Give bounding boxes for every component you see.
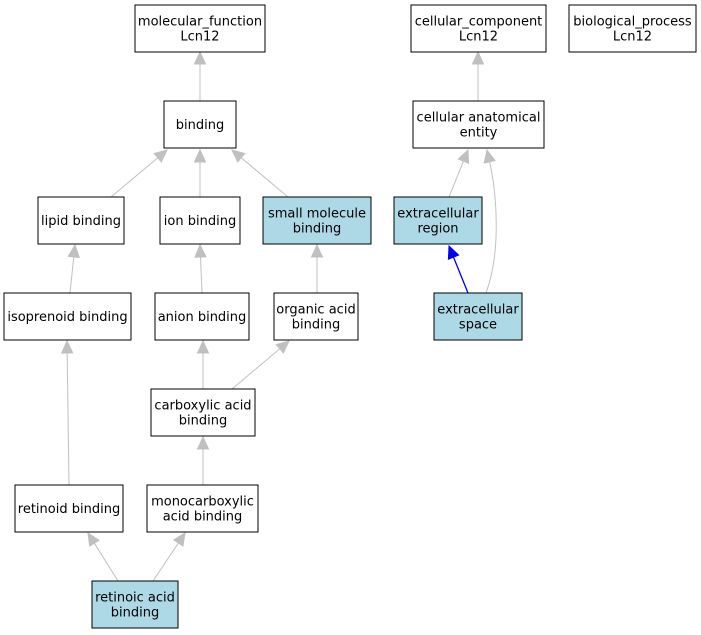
node-box — [163, 100, 237, 149]
node-box — [14, 484, 124, 533]
node-label-line: Lcn12 — [180, 30, 219, 45]
edge-arrowhead — [67, 243, 80, 259]
node-box — [412, 100, 545, 149]
node-label-line: acid binding — [163, 510, 243, 525]
edge-retinoic-acid-binding-to-retinoid-binding — [87, 531, 119, 582]
node-label-line: cellular_component — [415, 15, 543, 30]
edges-layer — [60, 50, 497, 582]
edge-isoprenoid-binding-to-lipid-binding — [67, 243, 80, 294]
node-label-line: ion binding — [164, 214, 236, 229]
edge-arrowhead — [193, 50, 207, 65]
edge-arrowhead — [193, 148, 207, 163]
node-box — [262, 196, 372, 245]
node-label-line: extracellular — [437, 303, 519, 318]
edge-arrowhead — [447, 244, 460, 260]
node-box — [433, 292, 523, 341]
node-label-line: binding — [292, 318, 340, 333]
node-label-line: binding — [176, 118, 224, 133]
edge-binding-to-mf-root — [193, 50, 207, 101]
edge-arrowhead — [196, 435, 210, 450]
node-box — [91, 580, 179, 629]
node-label-line: cellular anatomical — [417, 111, 541, 126]
node-label-line: space — [459, 318, 497, 333]
node-label-line: lipid binding — [41, 214, 121, 229]
edge-lipid-binding-to-binding — [110, 149, 168, 198]
nodes-layer: molecular_functionLcn12cellular_componen… — [3, 4, 697, 629]
edge-arrowhead — [231, 149, 246, 163]
node-label-line: anion binding — [158, 310, 247, 325]
node-label-line: carboxylic acid — [154, 399, 251, 414]
node-label-line: binding — [293, 222, 341, 237]
edge-cellular-anatomical-entity-to-cc-root — [471, 50, 485, 101]
edge-organic-acid-binding-to-small-molecule-binding — [310, 243, 324, 293]
edge-arrowhead — [172, 532, 186, 547]
node-ion-binding[interactable]: ion binding — [159, 196, 241, 245]
edge-arrowhead — [275, 340, 290, 354]
node-box — [37, 196, 125, 245]
edge-ion-binding-to-binding — [193, 148, 207, 197]
node-box — [159, 196, 241, 245]
node-isoprenoid-binding[interactable]: isoprenoid binding — [3, 292, 132, 341]
edge-arrowhead — [471, 50, 485, 65]
node-anion-binding[interactable]: anion binding — [154, 292, 250, 341]
node-label-line: monocarboxylic — [151, 495, 254, 510]
node-label-line: retinoid binding — [18, 502, 120, 517]
edge-arrowhead — [196, 339, 210, 354]
node-label-line: Lcn12 — [459, 30, 498, 45]
node-box — [410, 4, 547, 53]
node-label-line: small molecule — [268, 207, 366, 222]
edge-extracellular-space-to-cellular-anatomical-entity — [483, 148, 497, 294]
node-box — [154, 292, 250, 341]
edge-anion-binding-to-ion-binding — [194, 243, 207, 294]
node-lipid-binding[interactable]: lipid binding — [37, 196, 125, 245]
node-label-line: biological_process — [573, 15, 692, 30]
node-label-line: region — [417, 222, 458, 237]
node-binding[interactable]: binding — [163, 100, 237, 149]
node-label-line: molecular_function — [138, 15, 262, 30]
node-label-line: Lcn12 — [613, 30, 652, 45]
node-label-line: entity — [460, 126, 498, 141]
node-box — [273, 292, 359, 341]
node-box — [3, 292, 132, 341]
edge-monocarboxylic-acid-binding-to-carboxylic-acid-binding — [196, 435, 210, 485]
edge-carboxylic-acid-binding-to-organic-acid-binding — [231, 340, 290, 390]
edge-arrowhead — [60, 339, 74, 354]
edge-arrowhead — [153, 149, 168, 163]
node-label-line: retinoic acid — [95, 591, 175, 606]
edge-extracellular-space-to-extracellular-region — [447, 244, 469, 294]
edge-arrowhead — [457, 148, 470, 164]
edge-arrowhead — [483, 148, 496, 164]
node-box — [146, 484, 259, 533]
node-retinoid-binding[interactable]: retinoid binding — [14, 484, 124, 533]
node-box — [393, 196, 483, 245]
node-label-line: binding — [111, 606, 159, 621]
node-box — [134, 4, 266, 53]
node-label-line: extracellular — [397, 207, 479, 222]
node-label-line: isoprenoid binding — [7, 310, 127, 325]
edge-small-molecule-binding-to-binding — [231, 149, 289, 198]
edge-retinoid-binding-to-isoprenoid-binding — [60, 339, 74, 486]
node-box — [568, 4, 697, 53]
edge-arrowhead — [310, 243, 324, 258]
edge-arrowhead — [87, 531, 100, 547]
node-box — [150, 388, 256, 437]
edge-retinoic-acid-binding-to-monocarboxylic-acid-binding — [152, 532, 186, 582]
node-label-line: binding — [179, 414, 227, 429]
edge-extracellular-region-to-cellular-anatomical-entity — [448, 148, 470, 198]
node-label-line: organic acid — [276, 303, 355, 318]
edge-arrowhead — [194, 243, 207, 258]
edge-carboxylic-acid-binding-to-anion-binding — [196, 339, 210, 389]
